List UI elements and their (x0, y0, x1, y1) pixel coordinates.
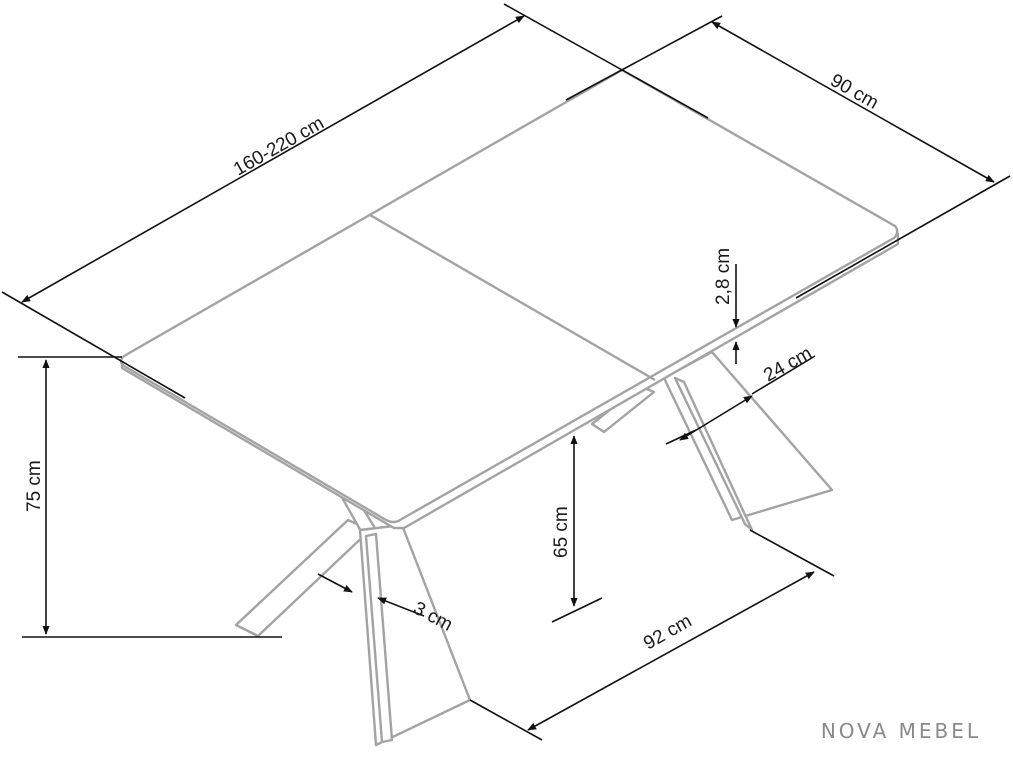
ext-line-clearance-bottom (551, 597, 603, 623)
ext-line-length-left (1, 291, 186, 399)
label-top-thickness: 2,8 cm (713, 248, 734, 305)
label-length: 160-220 cm (230, 113, 328, 181)
label-leg-width: 24 cm (760, 343, 815, 386)
dim-arrow-leg-thickness-a (317, 573, 353, 593)
ext-line-width-bottom (795, 175, 1011, 299)
label-height: 75 cm (24, 460, 45, 512)
dim-arrow-width (711, 21, 995, 183)
label-leg-span: 92 cm (640, 611, 695, 655)
leg-back-right (662, 350, 834, 522)
dimension-lines (1, 3, 1011, 741)
leg-front-left-a (234, 518, 372, 638)
ext-line-width-top (565, 15, 723, 101)
dim-arrow-leg-thickness-b (377, 597, 425, 617)
label-clearance: 65 cm (551, 506, 572, 558)
ext-line-length-right (503, 3, 709, 119)
leg-front-center-inner (364, 532, 394, 744)
dim-arrow-length (21, 15, 525, 303)
dim-arrow-leg-width (679, 395, 753, 441)
ext-line-span-left (469, 699, 543, 741)
brand-watermark: NOVA MEBEL (820, 719, 981, 743)
label-width: 90 cm (827, 70, 882, 114)
ext-line-leg-width-top (751, 355, 816, 395)
dim-arrow-span (527, 571, 815, 731)
ext-line-span-right (749, 529, 835, 577)
